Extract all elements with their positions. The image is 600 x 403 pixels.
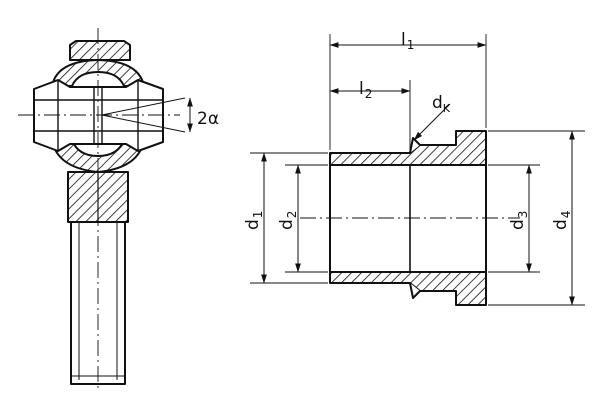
label-l1: l1 (401, 30, 414, 52)
upper-wall (329, 130, 487, 166)
inner-ball (33, 79, 164, 152)
bushing-bore (329, 164, 487, 273)
lower-wall (329, 271, 487, 306)
bushing-section (300, 130, 520, 306)
dim-dk-leader (413, 103, 451, 141)
label-dk: dK (432, 93, 451, 115)
extension-lines (250, 34, 585, 306)
angle-label: 2α (197, 109, 219, 129)
label-l2: l2 (359, 79, 372, 101)
housing-top (69, 40, 131, 61)
dimension-lines (261, 42, 575, 306)
label-d3: d3 (508, 211, 530, 230)
label-d1: d1 (243, 211, 265, 230)
dimension-labels: l1 l2 dK d1 d2 d3 d4 (243, 30, 573, 230)
rod-end-view (18, 28, 186, 392)
label-d4: d4 (551, 211, 573, 230)
label-d2: d2 (277, 211, 299, 230)
